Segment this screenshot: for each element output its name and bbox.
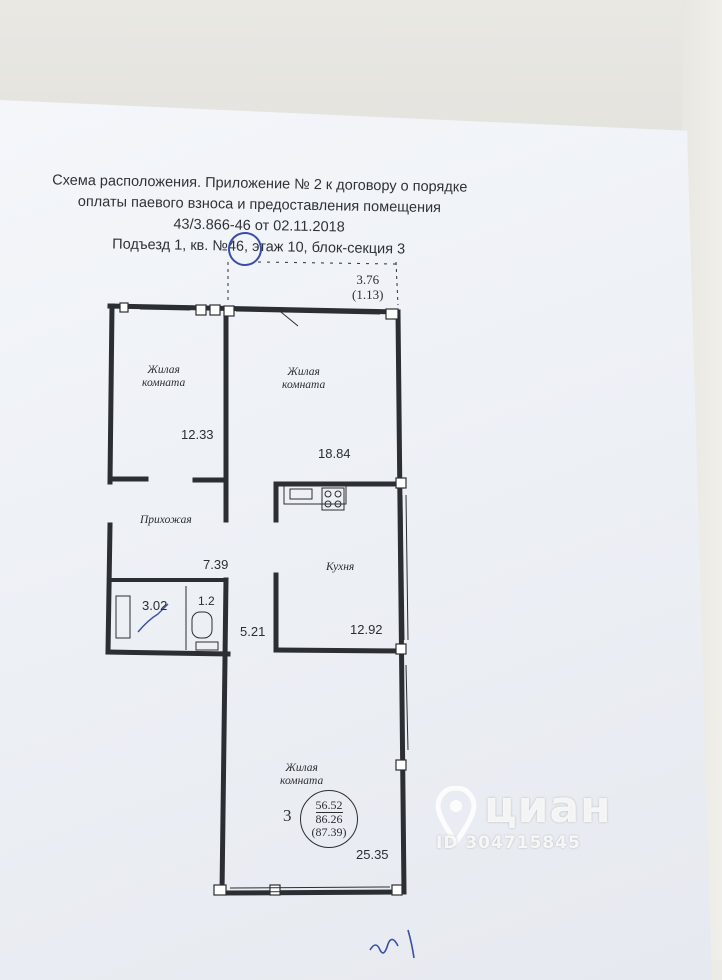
room-area-kitchen: 12.92	[350, 622, 383, 637]
room-area-bath: 3.02	[142, 598, 168, 613]
paper-sheet	[0, 100, 712, 980]
room-area-living1: 12.33	[181, 427, 214, 442]
room-name-line1: Жилая	[287, 366, 320, 378]
wall-left-upper	[107, 303, 115, 485]
wall-left-lower	[105, 522, 113, 655]
wall-left-bottom	[105, 649, 231, 657]
floor-plan	[105, 261, 409, 896]
total-area-with-balcony: (87.39)	[311, 825, 347, 839]
wall-right	[395, 309, 407, 895]
watermark-brand: циан	[484, 782, 612, 833]
living-area-total: 56.52	[315, 798, 343, 813]
room-area-corridor: 5.21	[240, 624, 266, 639]
room-label-living2: Жилая комната	[282, 366, 325, 392]
wall-kitchen-bottom	[273, 647, 407, 654]
room-label-hall: Прихожая	[140, 514, 192, 526]
room-name-line1: Жилая	[285, 762, 318, 774]
area-summary-circle: 56.52 86.26 (87.39)	[300, 790, 358, 848]
room-area-wc: 1.2	[198, 594, 215, 608]
balcony-area-coef: (1.13)	[352, 287, 384, 302]
wall-bottom	[219, 889, 403, 896]
room-label-living3: Жилая комната	[280, 762, 323, 788]
location-pin-icon	[435, 786, 477, 846]
room-area-hall: 7.39	[203, 557, 229, 572]
wall-top	[107, 303, 401, 315]
room-name-line2: комната	[280, 775, 324, 787]
room-name-line2: комната	[142, 377, 186, 389]
room-area-living2: 18.84	[318, 446, 351, 461]
watermark: циан ID 304715845	[436, 782, 612, 853]
room-label-kitchen: Кухня	[326, 561, 355, 573]
balcony-area-value: 3.76	[356, 272, 380, 287]
wall-corridor-left	[219, 577, 229, 896]
total-area: 86.26	[315, 812, 343, 826]
signature-scribble	[369, 929, 415, 959]
watermark-listing-id: ID 304715845	[436, 833, 581, 853]
room-area-living3: 25.35	[356, 847, 389, 862]
rooms-count: 3	[283, 806, 292, 825]
room-name-line2: комната	[282, 379, 326, 391]
room-label-living1: Жилая комната	[142, 364, 185, 390]
balcony-area: 3.76 (1.13)	[352, 272, 383, 302]
room-name-line1: Жилая	[147, 364, 180, 376]
